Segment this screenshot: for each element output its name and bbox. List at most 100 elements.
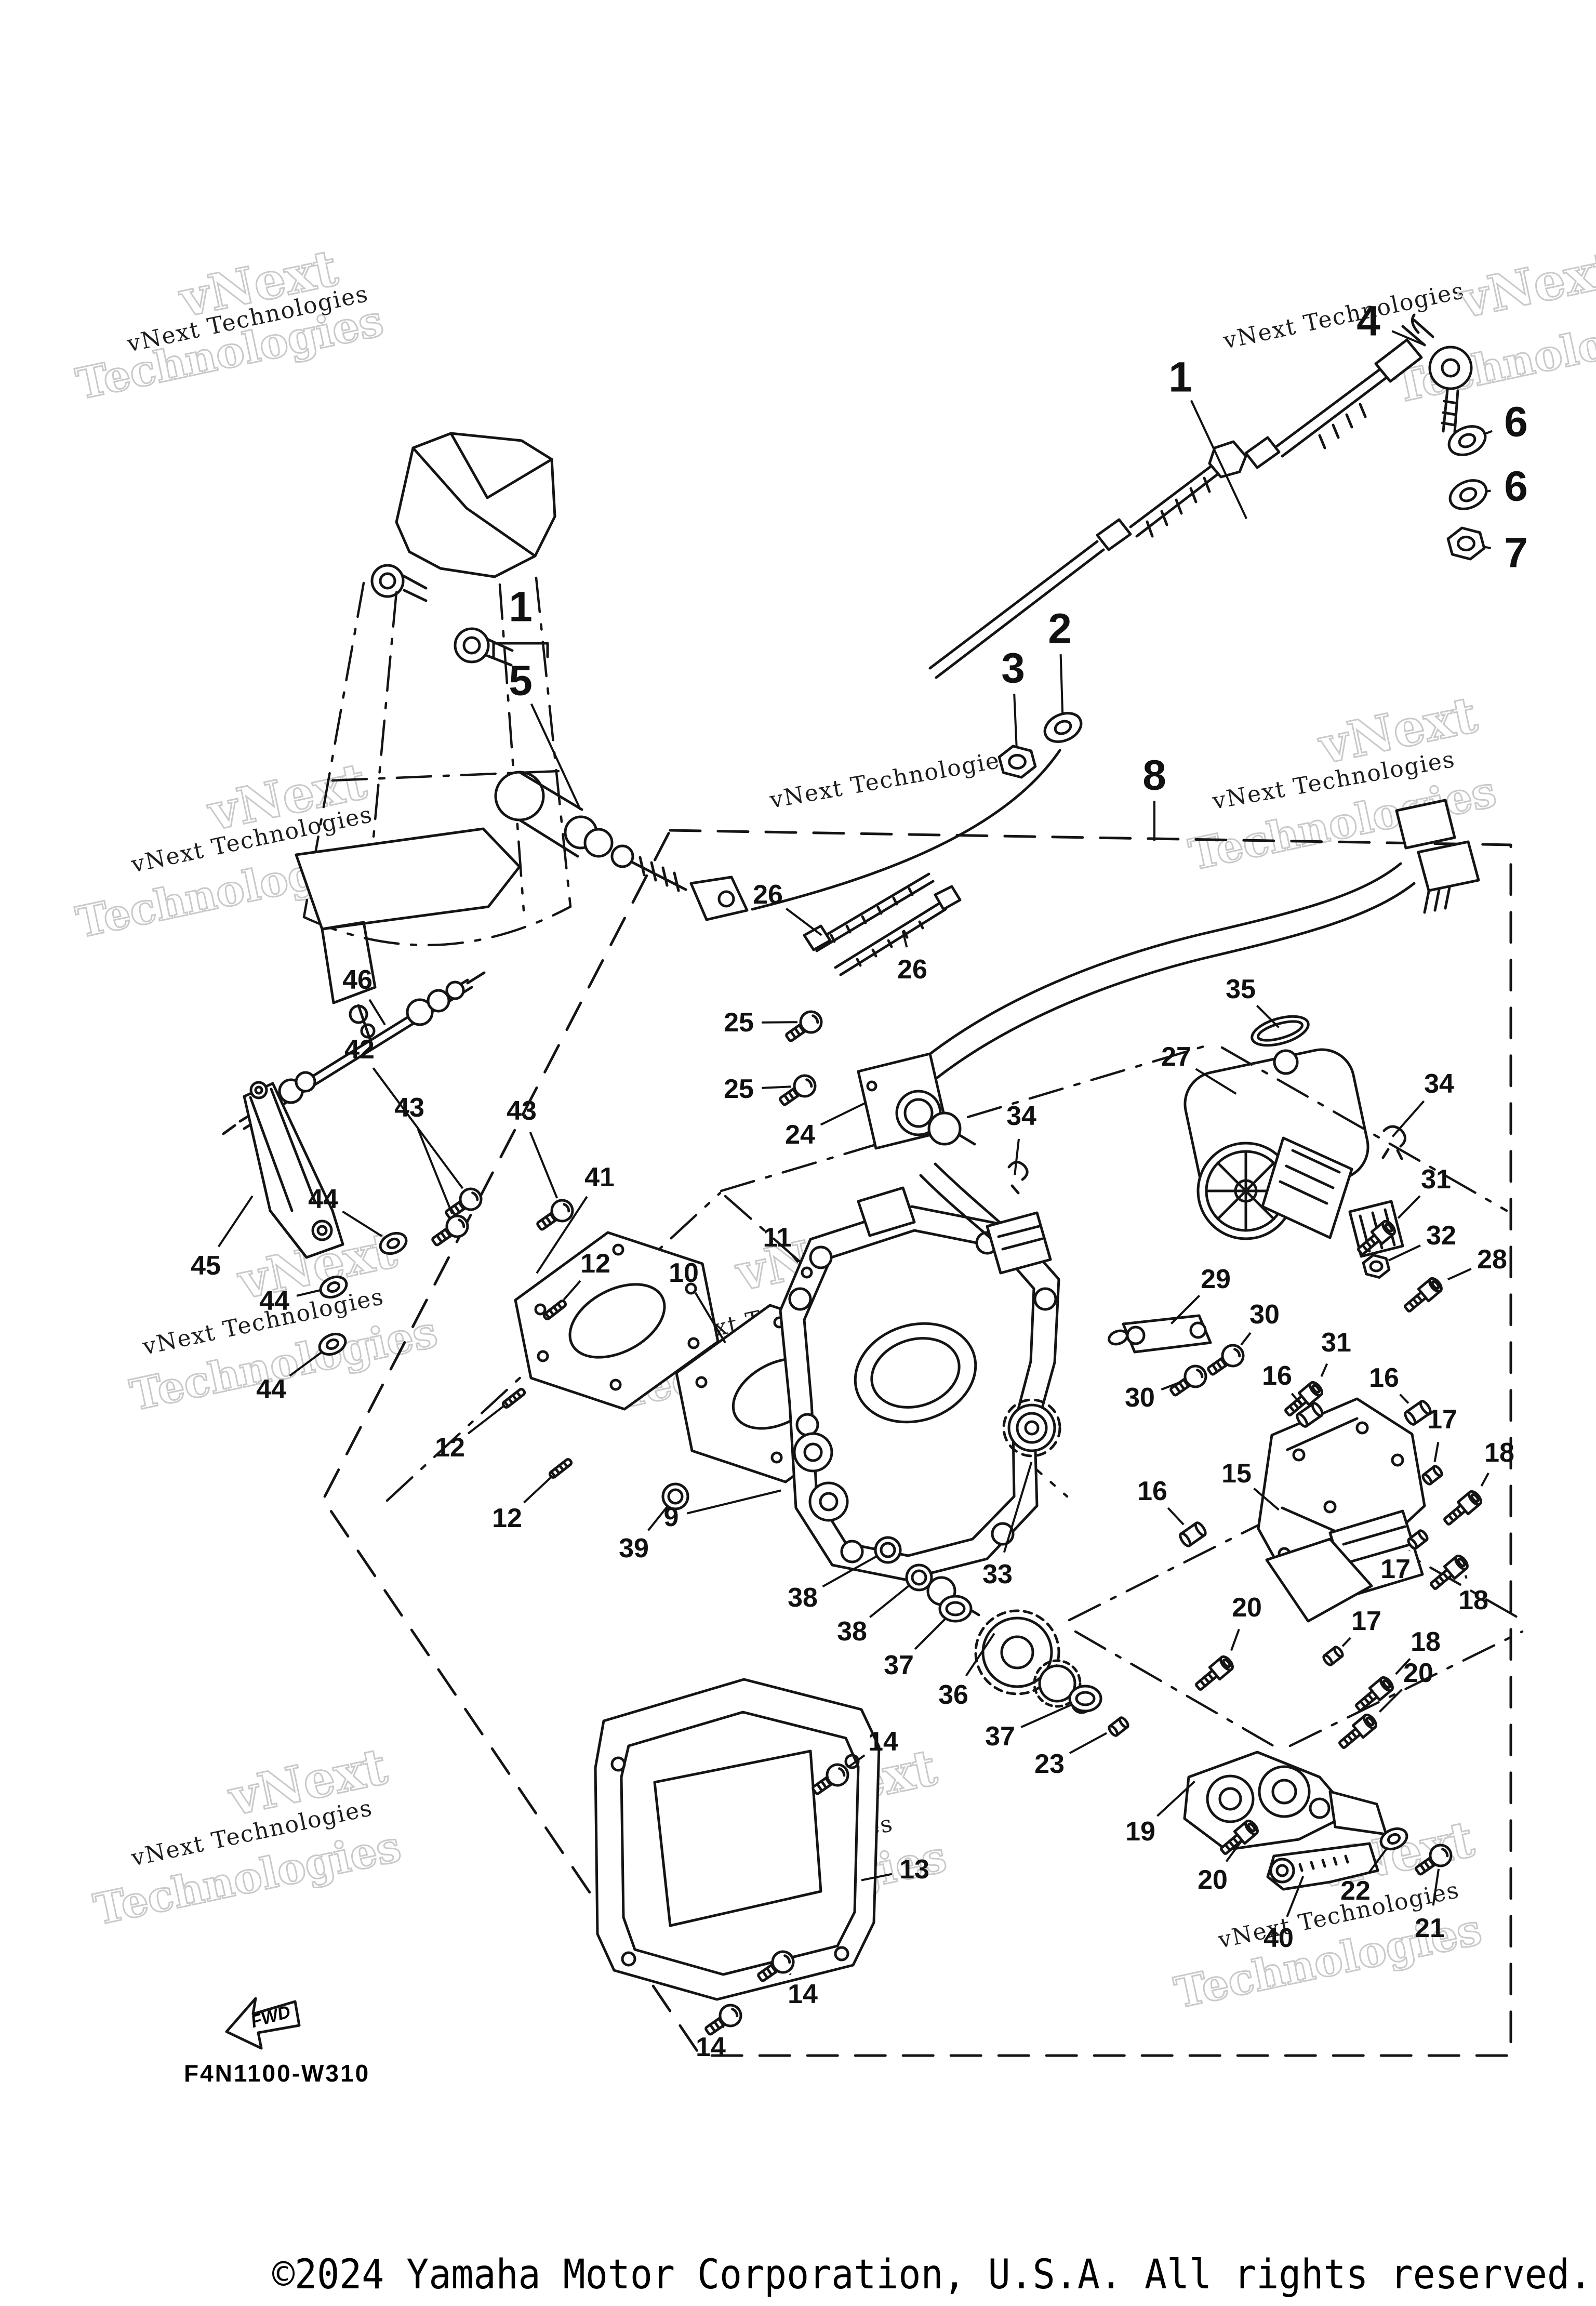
callout-44: 44	[256, 1374, 286, 1404]
callout-24: 24	[785, 1120, 815, 1150]
leader-line	[762, 1085, 792, 1089]
leader-line	[869, 1585, 910, 1618]
washer-glyph	[1379, 1827, 1408, 1851]
leader-line	[861, 1873, 893, 1881]
leader-line	[847, 1754, 866, 1768]
leader-line	[523, 1477, 552, 1504]
washer-glyph	[1447, 425, 1487, 456]
watermark-text: vNext Technologies	[1220, 277, 1467, 354]
leader-line	[1397, 1195, 1421, 1219]
shift-cable-coupler	[492, 642, 749, 921]
washer-glyph	[1043, 712, 1083, 743]
callout-25: 25	[724, 1008, 754, 1038]
diagram-part-code: F4N1100-W310	[184, 2060, 370, 2087]
callout-45: 45	[191, 1251, 221, 1281]
callout-30: 30	[1125, 1383, 1155, 1413]
leader-line	[289, 1351, 323, 1377]
screw-glyph	[1169, 1364, 1207, 1397]
callout-2: 2	[1048, 605, 1072, 653]
callout-23: 23	[1034, 1749, 1065, 1779]
actuator-motor-unit	[1183, 1015, 1406, 1258]
bolt-glyph	[1443, 1490, 1482, 1526]
oring-glyph	[661, 1482, 689, 1510]
leader-line	[530, 703, 582, 811]
callout-12: 12	[492, 1503, 522, 1533]
screw-glyph	[1207, 1344, 1245, 1376]
leader-line	[694, 1292, 726, 1344]
seal-glyph	[938, 1595, 973, 1623]
leader-line	[1170, 1294, 1201, 1325]
leader-line	[1003, 1462, 1033, 1553]
leader-line	[1432, 1868, 1440, 1906]
leader-line	[1480, 1472, 1489, 1487]
leader-line	[1253, 1488, 1280, 1511]
callout-13: 13	[899, 1854, 929, 1885]
leader-line	[1433, 1442, 1440, 1462]
callout-8: 8	[1142, 752, 1166, 799]
leader-line	[368, 999, 386, 1026]
leader-line	[914, 1617, 947, 1650]
leader-line	[417, 1129, 454, 1214]
leader-line	[1190, 400, 1248, 520]
screw-glyph	[779, 1074, 817, 1106]
sleeve-glyph	[1404, 1400, 1432, 1426]
watermark-text: vNext Technologies	[767, 745, 1015, 814]
callout-44: 44	[259, 1286, 289, 1316]
leader-line	[1368, 1849, 1387, 1873]
sleeve-glyph	[1296, 1402, 1324, 1428]
callout-22: 22	[1340, 1876, 1371, 1906]
callout-43: 43	[394, 1093, 424, 1123]
callout-21: 21	[1415, 1913, 1445, 1943]
callout-35: 35	[1226, 974, 1256, 1004]
mount-bracket-15	[1257, 1397, 1426, 1623]
callout-12: 12	[580, 1249, 610, 1279]
leader-line	[563, 1280, 581, 1301]
leader-line	[1447, 1268, 1472, 1281]
leader-line	[1391, 1100, 1425, 1137]
shift-link	[1108, 1314, 1212, 1354]
screw-glyph	[757, 1950, 795, 1982]
callout-4: 4	[1356, 298, 1380, 345]
pin-glyph	[801, 1266, 813, 1279]
cam-trigger-assembly	[1183, 1751, 1388, 1891]
callout-34: 34	[1424, 1069, 1454, 1099]
leader-line	[1378, 1688, 1403, 1713]
callout-46: 46	[342, 965, 373, 995]
jet-pump-housing	[295, 432, 572, 1041]
leader-line	[1156, 1780, 1195, 1817]
leader-line	[901, 930, 908, 948]
leader-line	[762, 1021, 798, 1024]
leader-line	[1195, 1068, 1237, 1095]
callout-26: 26	[897, 955, 927, 985]
screw-glyph	[1415, 1844, 1453, 1876]
leader-line	[686, 1489, 781, 1515]
leader-line	[1013, 694, 1018, 749]
callout-17: 17	[1427, 1404, 1457, 1435]
bolt-glyph	[1357, 1220, 1396, 1255]
callout-36: 36	[938, 1680, 968, 1710]
washer-glyph	[318, 1332, 347, 1356]
plug-glyph	[1108, 1716, 1129, 1737]
callout-30: 30	[1249, 1300, 1280, 1330]
screw-glyph	[431, 1214, 469, 1247]
leader-line	[529, 1132, 558, 1199]
callout-37: 37	[985, 1721, 1015, 1752]
callout-6: 6	[1504, 399, 1528, 446]
callout-17: 17	[1380, 1554, 1411, 1584]
callout-1: 1	[1168, 354, 1192, 401]
callout-37: 37	[884, 1650, 914, 1680]
callout-20: 20	[1403, 1658, 1433, 1688]
callout-26: 26	[753, 880, 783, 910]
callout-33: 33	[982, 1559, 1013, 1589]
nut-glyph	[1446, 526, 1486, 561]
callout-40: 40	[1264, 1923, 1294, 1953]
nut-glyph	[998, 745, 1037, 779]
leader-line	[822, 1555, 877, 1588]
leader-line	[1320, 1363, 1328, 1377]
callout-5: 5	[509, 657, 533, 705]
callout-27: 27	[1161, 1042, 1191, 1072]
leader-line	[1388, 1244, 1421, 1262]
callout-11: 11	[763, 1223, 792, 1253]
callout-1: 1	[509, 584, 533, 631]
